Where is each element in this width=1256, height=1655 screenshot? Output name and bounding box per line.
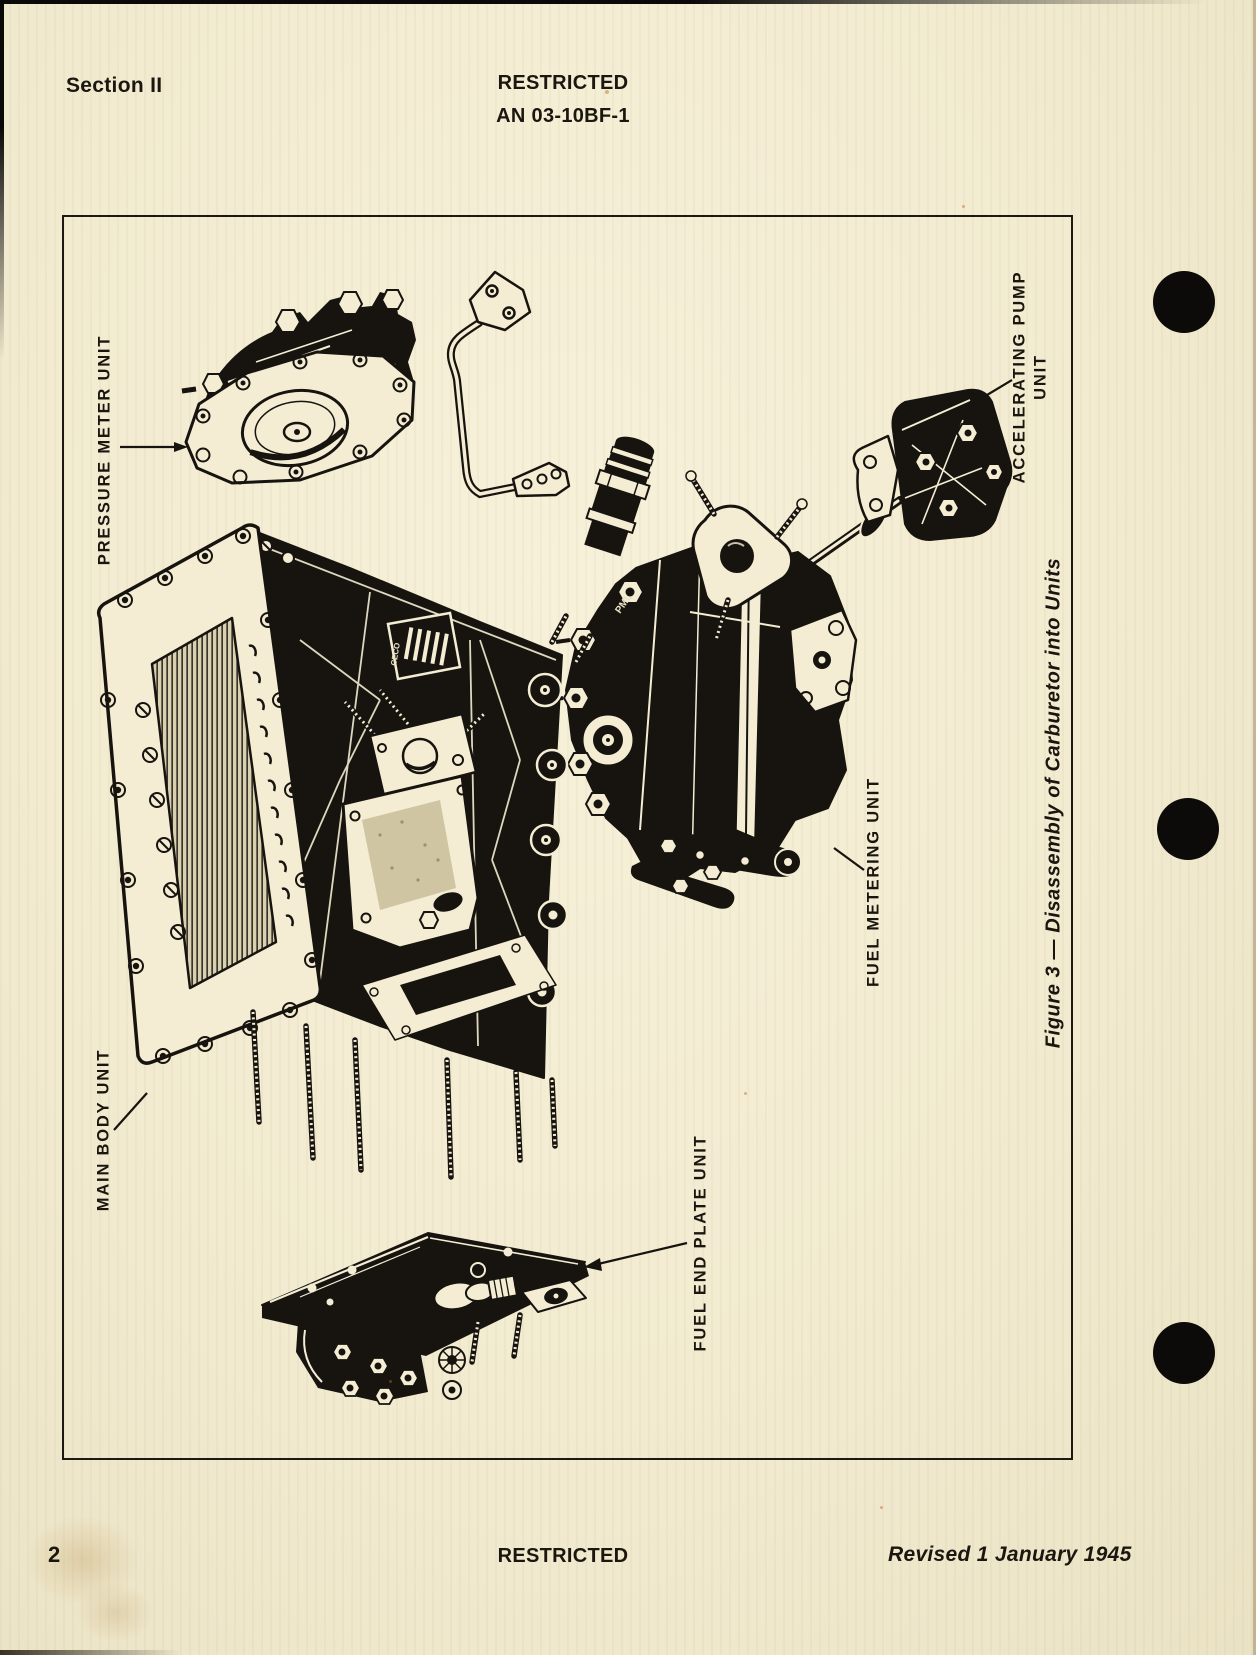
pressure-meter-unit-drawing [181, 289, 416, 485]
scan-edge-left [0, 0, 4, 360]
fuel-end-plate-unit-drawing [261, 1232, 589, 1405]
pressure-meter-arrowhead [174, 442, 188, 452]
paper-speck [962, 205, 965, 208]
fuel-metering-unit-drawing: PML [548, 436, 858, 909]
fuel-metering-leader [833, 847, 865, 871]
label-main-body-unit: MAIN BODY UNIT [94, 1048, 113, 1212]
scan-edge-top [0, 0, 1256, 4]
paper-speck [389, 1380, 392, 1383]
punch-hole-bottom [1153, 1322, 1215, 1384]
main-body-unit-drawing: CECO [96, 523, 593, 1180]
figure-frame [62, 215, 1073, 1460]
main-body-leader [113, 1092, 148, 1131]
punch-hole-middle [1157, 798, 1219, 860]
section-heading: Section II [66, 74, 163, 97]
page-number: 2 [48, 1542, 61, 1567]
label-accelerating-pump-unit: ACCELERATING PUMP UNIT [1010, 271, 1053, 484]
doc-number: AN 03-10BF-1 [496, 105, 630, 127]
label-fuel-metering-unit: FUEL METERING UNIT [864, 777, 883, 987]
paper-speck [880, 1506, 883, 1509]
fuel-transfer-tube-drawing [446, 270, 571, 499]
revision-note: Revised 1 January 1945 [888, 1543, 1132, 1566]
accelerating-pump-leader [971, 379, 1013, 405]
label-pressure-meter-unit: PRESSURE METER UNIT [95, 334, 114, 566]
scan-edge-right [1253, 0, 1256, 1655]
leader-lines [113, 379, 1013, 1271]
accelerating-pump-unit-drawing [799, 388, 1013, 572]
scan-edge-bottom [0, 1650, 180, 1655]
figure-caption: Figure 3 — Disassembly of Carburetor int… [1042, 557, 1065, 1049]
classification-header: RESTRICTED [497, 72, 629, 94]
fuel-end-plate-arrowhead [584, 1258, 602, 1271]
punch-hole-top [1153, 271, 1215, 333]
paper-speck [744, 1092, 747, 1095]
label-accelerating-pump-line2: UNIT [1032, 354, 1050, 400]
classification-footer: RESTRICTED [497, 1545, 629, 1567]
label-fuel-end-plate-unit: FUEL END PLATE UNIT [691, 1134, 710, 1352]
paper-speck [605, 90, 609, 94]
fuel-end-plate-leader [597, 1241, 688, 1266]
label-accelerating-pump-line1: ACCELERATING PUMP [1010, 270, 1029, 484]
data-plate-marking: CECO [389, 642, 402, 666]
